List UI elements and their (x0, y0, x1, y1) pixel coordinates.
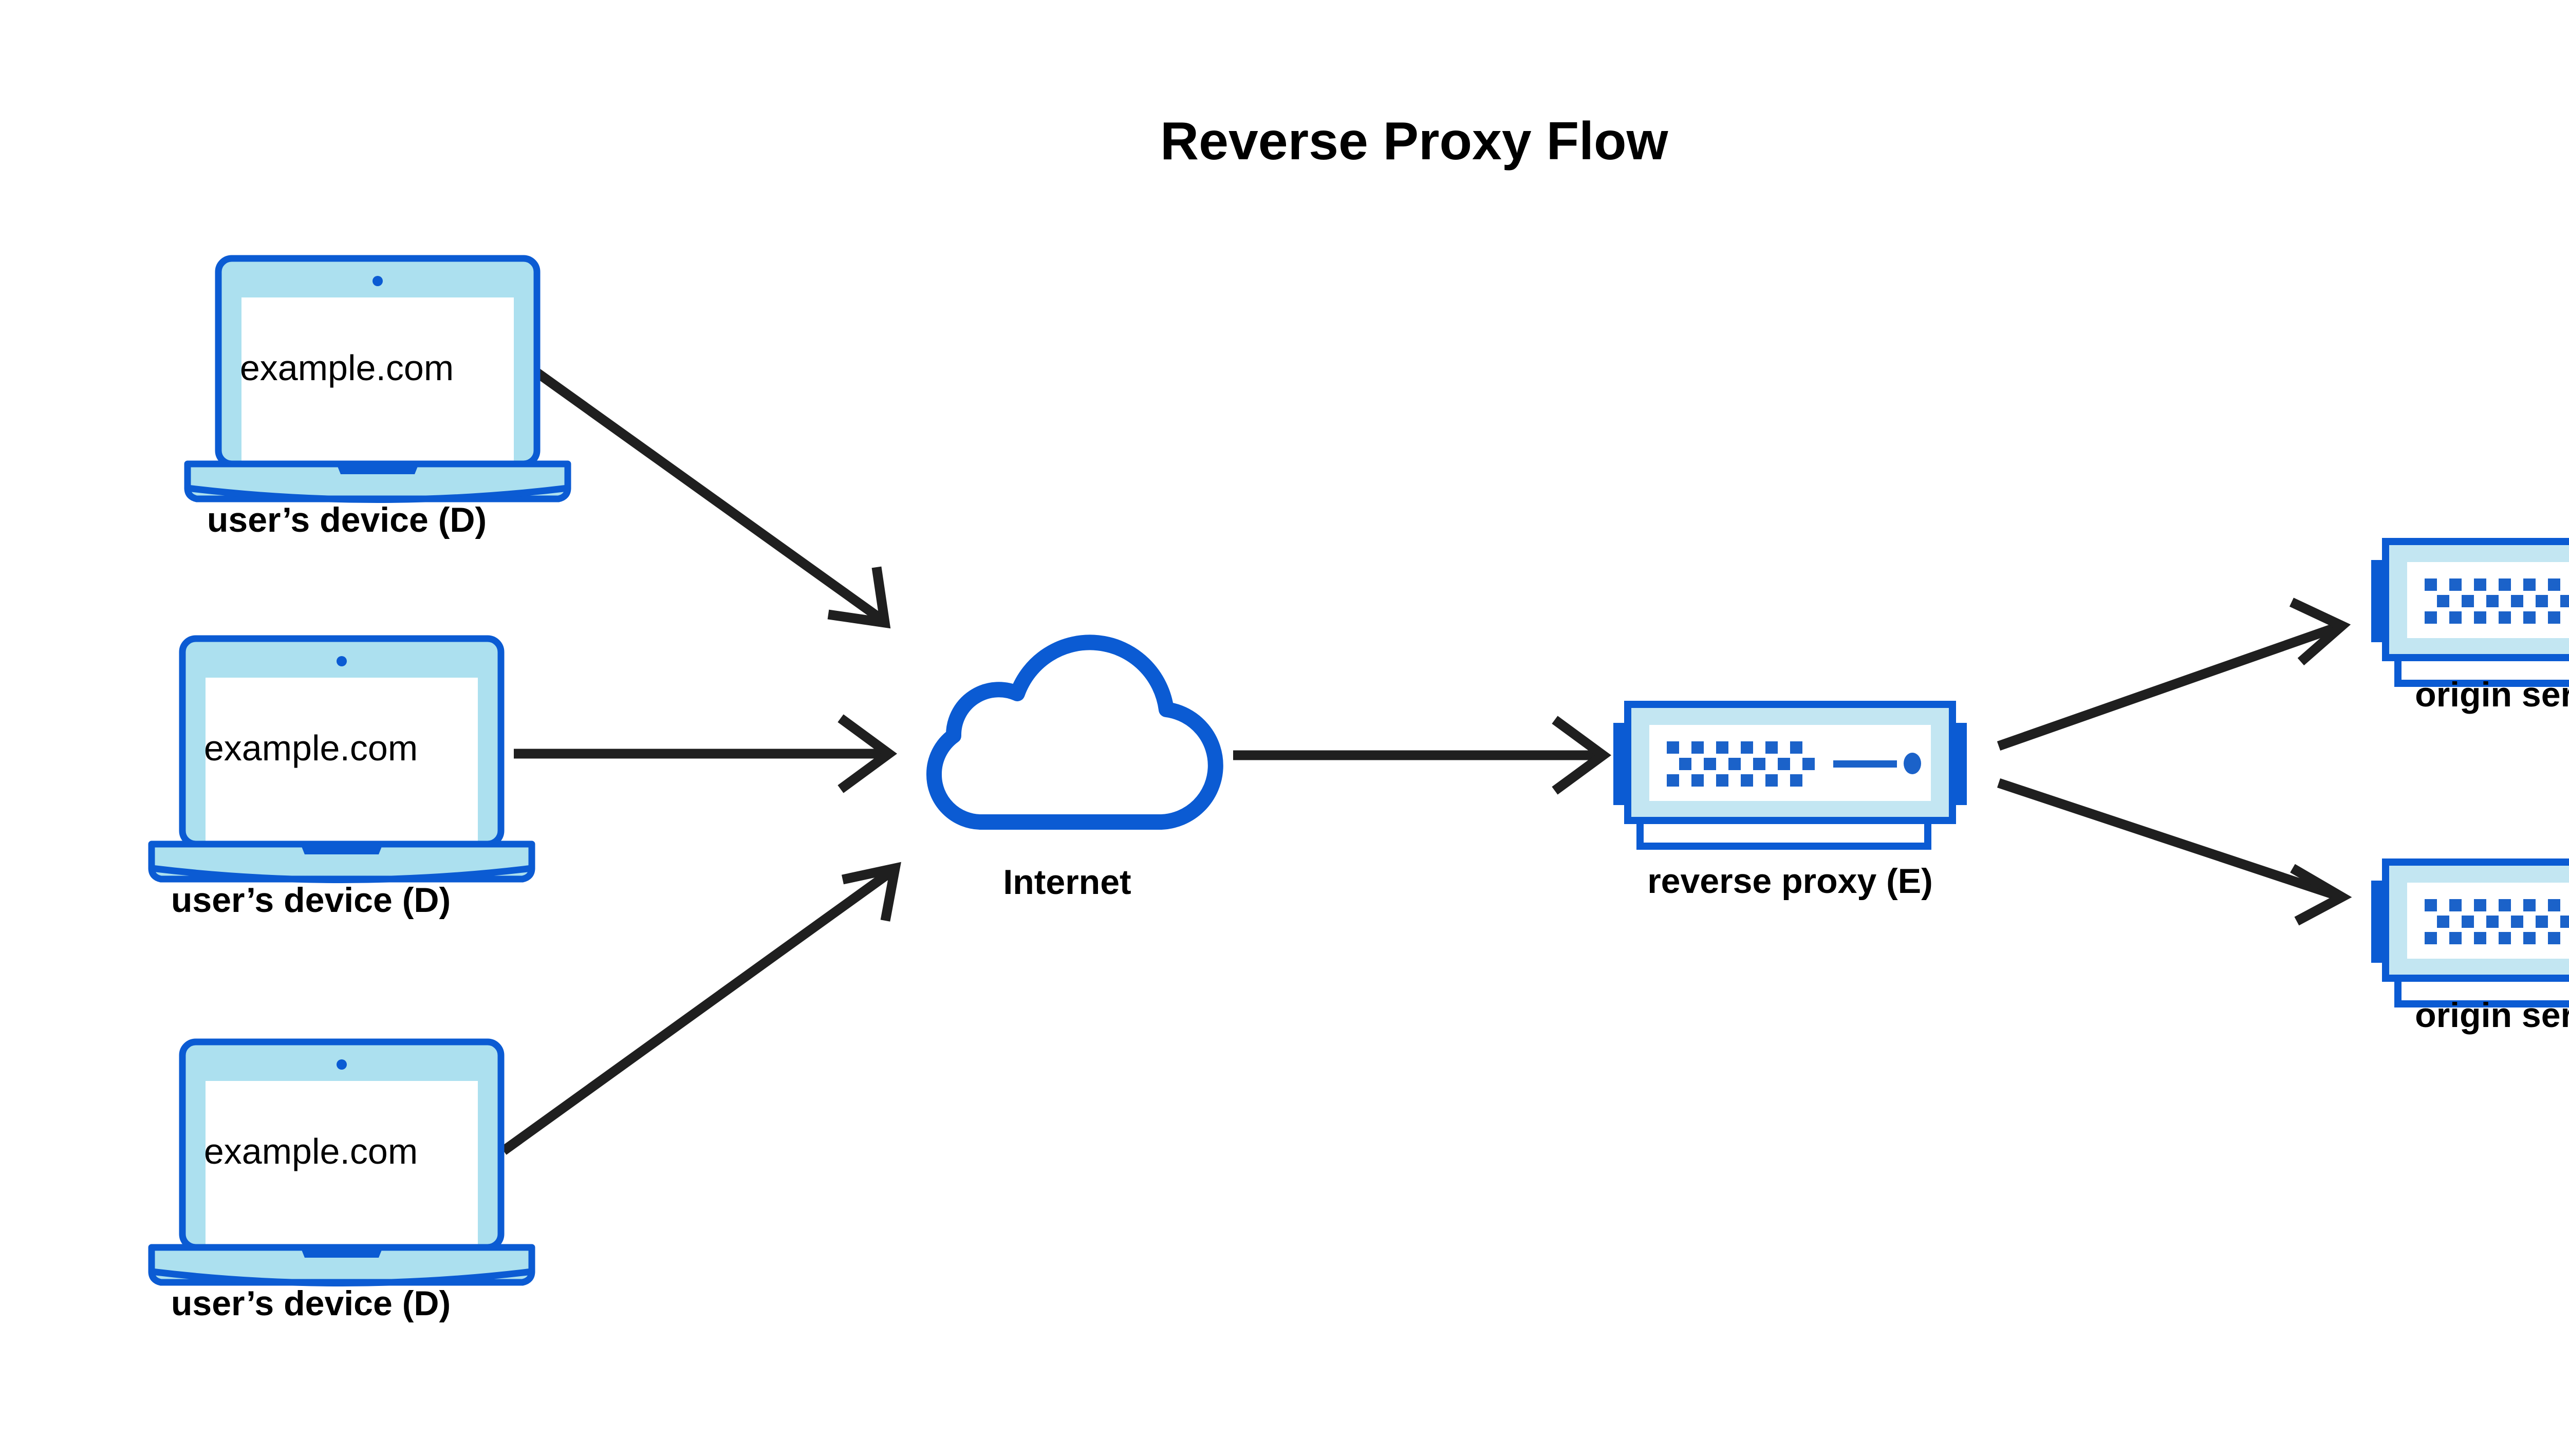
node-label-user-device-1: user’s device (D) (207, 500, 487, 539)
node-reverse-proxy[interactable]: reverse proxy (E) (1613, 704, 1967, 901)
node-label-user-device-3: user’s device (D) (171, 1284, 451, 1323)
laptop-screen-url: example.com (204, 728, 418, 768)
node-label-internet: Internet (1003, 863, 1131, 902)
node-label-origin-server-1: origin server (F) (2415, 675, 2569, 714)
server-icon (2371, 862, 2569, 1004)
node-origin-server-2[interactable]: origin server (F) (2371, 862, 2569, 1035)
node-label-reverse-proxy: reverse proxy (E) (1647, 862, 1933, 901)
cloud-icon (934, 642, 1216, 822)
node-user-device-3[interactable]: example.com user’s device (D) (152, 1042, 532, 1323)
laptop-screen-url: example.com (240, 348, 454, 388)
page-title: Reverse Proxy Flow (1160, 111, 1669, 171)
edge-proxy-origin1 (1997, 598, 2351, 751)
node-origin-server-1[interactable]: origin server (F) (2371, 542, 2569, 714)
edge-device1-internet (516, 356, 891, 629)
edge-device2-internet (514, 714, 898, 793)
node-label-user-device-2: user’s device (D) (171, 881, 451, 920)
edge-layer (500, 356, 2352, 1155)
node-user-device-2[interactable]: example.com user’s device (D) (152, 639, 532, 920)
node-user-device-1[interactable]: example.com user’s device (D) (188, 258, 568, 539)
edge-internet-proxy (1233, 716, 1612, 795)
edge-device3-internet (500, 862, 901, 1155)
server-icon (1613, 704, 1967, 846)
server-icon (2371, 542, 2569, 683)
node-label-origin-server-2: origin server (F) (2415, 996, 2569, 1035)
node-internet[interactable]: Internet (934, 642, 1216, 902)
edge-proxy-origin2 (1997, 778, 2352, 926)
laptop-screen-url: example.com (204, 1131, 418, 1171)
